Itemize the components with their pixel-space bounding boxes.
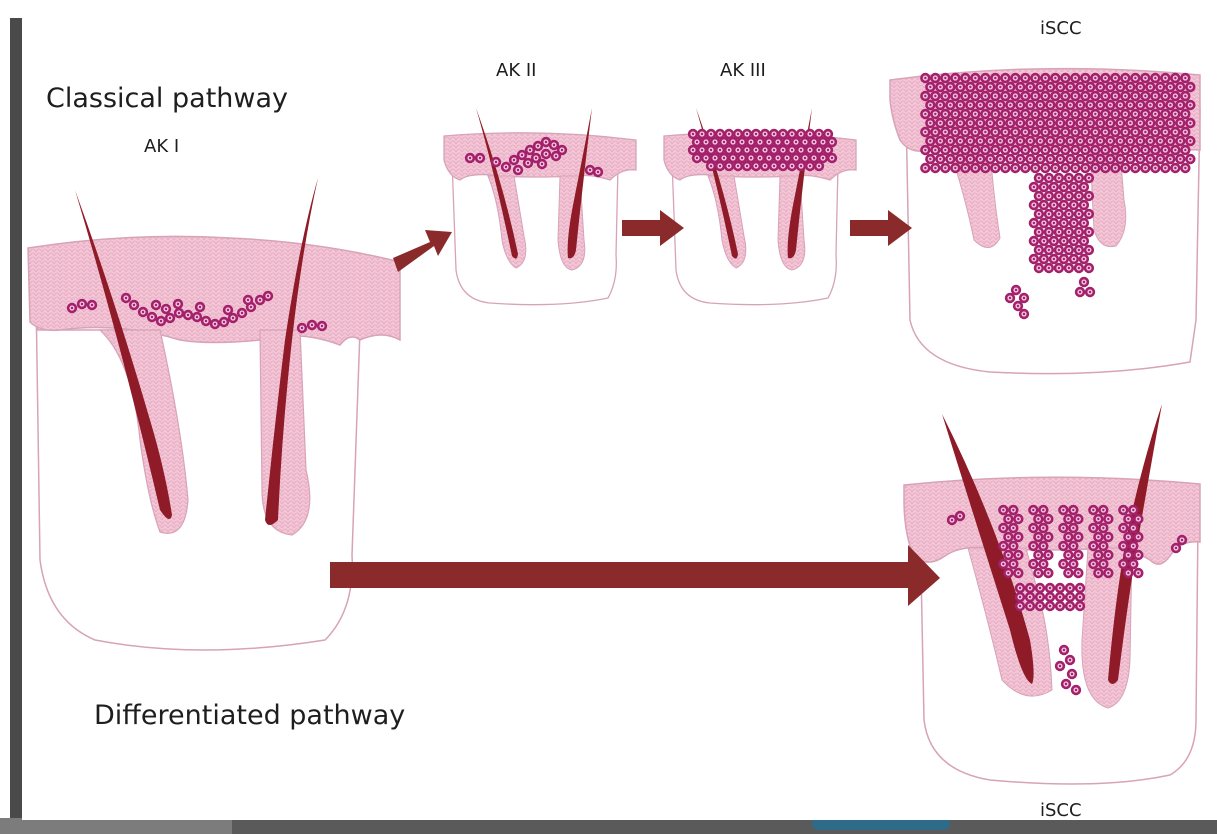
iscc-bottom-label: iSCC	[1040, 800, 1082, 820]
figure-panel: Classical pathway AK I AK II AK III iSCC…	[22, 18, 1217, 820]
arrow-ak1-to-ak2	[393, 230, 452, 272]
classical-pathway-label: Classical pathway	[46, 83, 288, 114]
arrow-ak1-to-iscc-differentiated	[330, 545, 940, 606]
background-strip-top	[0, 0, 1217, 18]
ak2-tissue	[444, 108, 636, 305]
iscc-top-tissue	[890, 69, 1200, 374]
ak1-label: AK I	[144, 136, 179, 157]
ak3-tissue	[664, 108, 856, 305]
ak3-label: AK III	[720, 60, 766, 81]
differentiated-pathway-label: Differentiated pathway	[94, 700, 405, 731]
background-bottom-segment	[0, 818, 232, 834]
background-strip-left	[0, 0, 10, 834]
ak2-label: AK II	[496, 60, 536, 81]
arrow-ak3-to-iscc	[850, 210, 912, 246]
pathway-diagram: Classical pathway AK I AK II AK III iSCC…	[22, 18, 1217, 820]
iscc-bottom-tissue	[904, 404, 1200, 784]
iscc-top-label: iSCC	[1040, 18, 1082, 39]
ak3-atypical-cells	[688, 129, 837, 171]
